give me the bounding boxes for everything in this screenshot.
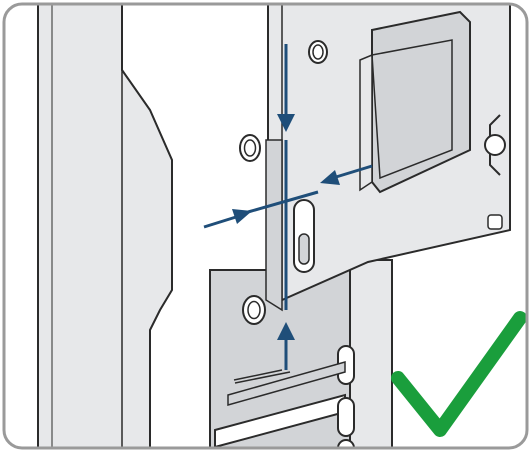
inverter-flange [265,139,283,312]
alignment-guides [203,44,373,370]
mounting-rail [209,259,393,448]
bracket-notch [484,134,506,156]
arrow-up-icon [277,322,295,370]
screw-hole-lower [239,134,261,162]
enclosure-side [37,4,173,448]
arrow-down-icon [277,44,295,132]
screw-hole-upper [308,40,328,64]
arrow-right-icon [203,209,252,229]
horizontal-alignment-line [247,190,319,214]
arrow-left-icon [320,164,373,185]
adjustment-slot [293,199,315,273]
reference-mark [233,369,283,381]
checkmark-icon [391,311,527,437]
enclosure-screw [242,295,266,325]
wall-bracket [239,4,511,301]
